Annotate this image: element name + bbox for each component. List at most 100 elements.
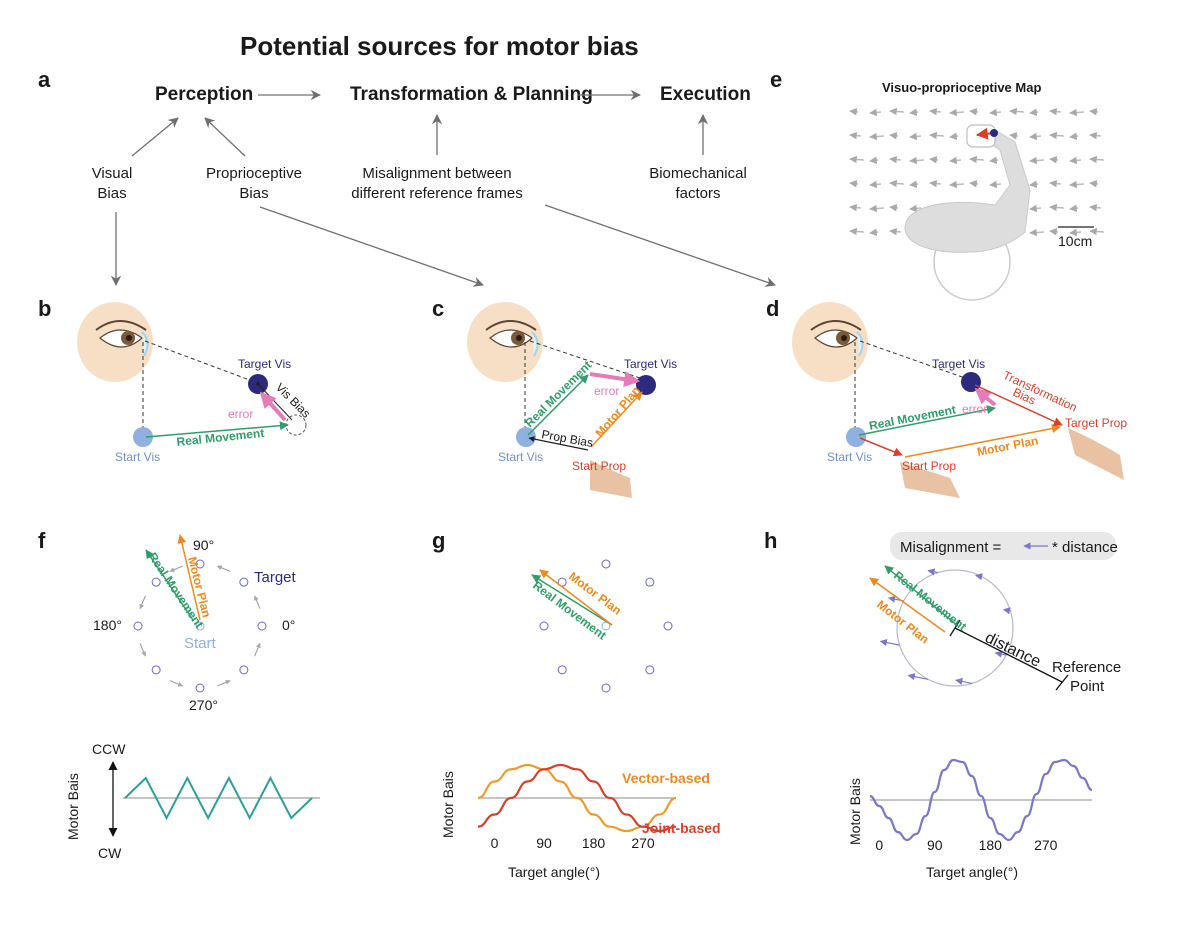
series-line [869, 758, 1093, 842]
x-tick-label: 180 [979, 837, 1003, 853]
misalignment-arrow [955, 677, 973, 685]
field-arrow [949, 132, 959, 140]
x-tick-label: 180 [582, 835, 606, 851]
target-dot [195, 559, 205, 569]
misalignment-arrow [975, 573, 983, 581]
label-270: 270° [189, 697, 218, 713]
hand-icon [1068, 428, 1124, 480]
field-arrow [1009, 132, 1019, 140]
real-movement-arrow [884, 565, 959, 627]
target-dot [601, 683, 611, 693]
real-movement-arrow [145, 421, 289, 438]
target-vis-dot [636, 375, 656, 395]
field-arrow [889, 179, 905, 188]
field-arrow [889, 155, 902, 164]
flow-arrow-visual-to-perception [131, 117, 179, 157]
label-90: 90° [193, 537, 214, 553]
rotation-arrow [169, 680, 184, 687]
target-dot [557, 665, 567, 675]
field-arrow [1089, 180, 1099, 188]
motor-plan-arrow [590, 391, 643, 448]
transformation-bias-label-line1: Transformation [1001, 368, 1080, 415]
real-movement-label: Real Movement [868, 402, 957, 433]
field-arrow [1049, 228, 1059, 236]
error-label: error [594, 384, 619, 398]
sight-line-target [859, 340, 966, 379]
field-arrow [1049, 131, 1065, 140]
label-180: 180° [93, 617, 122, 633]
transformation-bias-arrow [974, 384, 1063, 426]
source-biomechanical-line1: Biomechanical [649, 165, 747, 182]
start-vis-dot [133, 427, 153, 447]
scale-bar-label: 10cm [1058, 233, 1092, 249]
field-arrow [969, 155, 985, 164]
source-visual-line2: Bias [97, 185, 126, 202]
prop-bias-label: Prop Bias [540, 427, 594, 450]
start-vis-dot [846, 427, 866, 447]
motor-plan-arrow [177, 534, 201, 621]
start-vis-label: Start Vis [827, 450, 872, 464]
field-arrow [969, 180, 979, 188]
flow-arrow-prop-to-c [259, 206, 484, 287]
misalignment-arrow [907, 673, 929, 681]
target-dot [663, 621, 673, 631]
field-arrow [949, 180, 965, 189]
target-dot [257, 621, 267, 631]
eye-icon [77, 302, 153, 382]
stage-execution: Execution [660, 84, 751, 105]
prop-bias-arrow [528, 436, 589, 451]
flow-arrow-misalignment-to-d [544, 204, 776, 287]
triangle-wave-line [124, 775, 313, 821]
field-arrow [929, 179, 942, 188]
start-tick [949, 619, 961, 637]
field-arrow [1029, 204, 1042, 213]
visuo-map-title: Visuo-proprioceptive Map [882, 80, 1041, 95]
motor-plan-arrow [869, 577, 946, 633]
field-arrow [969, 108, 979, 116]
y-axis-label: Motor Bais [65, 773, 81, 840]
rotation-arrow [216, 565, 231, 572]
field-arrow [1069, 108, 1085, 117]
legend-joint-based: Joint-based [642, 820, 721, 836]
misalignment-arrow [1002, 607, 1011, 615]
target-dot [539, 621, 549, 631]
target-vis-dot [961, 372, 981, 392]
x-axis-label: Target angle(°) [508, 864, 600, 880]
field-arrow [1069, 204, 1079, 212]
target-ring [133, 559, 267, 693]
error-arrow [259, 391, 287, 422]
field-arrow [869, 204, 885, 213]
source-misalignment-line1: Misalignment between [362, 165, 511, 182]
error-arrow [974, 387, 997, 407]
field-arrow [1089, 155, 1105, 164]
field-arrow [909, 108, 919, 116]
x-tick-label: 90 [927, 837, 943, 853]
field-arrow [1049, 156, 1059, 164]
hand-icon [590, 460, 632, 498]
field-arrow [1089, 227, 1105, 236]
error-label: error [228, 407, 253, 421]
distance-line [954, 627, 1063, 683]
start-prop-label: Start Prop [572, 459, 626, 473]
field-arrow [849, 227, 865, 236]
target-label: Target [254, 569, 297, 586]
field-arrow [1049, 203, 1065, 212]
target-dot [195, 683, 205, 693]
field-arrow [1029, 132, 1042, 141]
rotation-arrow [139, 643, 146, 657]
field-arrow [1029, 228, 1045, 237]
source-misalignment-line2: different reference frames [351, 185, 522, 202]
field-arrow [849, 108, 859, 116]
target-circle [896, 569, 1014, 687]
hand-dot [990, 129, 998, 137]
field-arrow [909, 156, 925, 165]
field-arrow [949, 156, 962, 165]
real-movement-arrow [527, 374, 589, 436]
x-tick-label: 270 [631, 835, 655, 851]
target-dot [601, 559, 611, 569]
target-vis-label: Target Vis [932, 357, 985, 371]
field-arrow [989, 180, 1002, 189]
field-arrow [929, 131, 945, 140]
cw-label: CW [98, 845, 122, 861]
reference-tick [1055, 674, 1069, 691]
